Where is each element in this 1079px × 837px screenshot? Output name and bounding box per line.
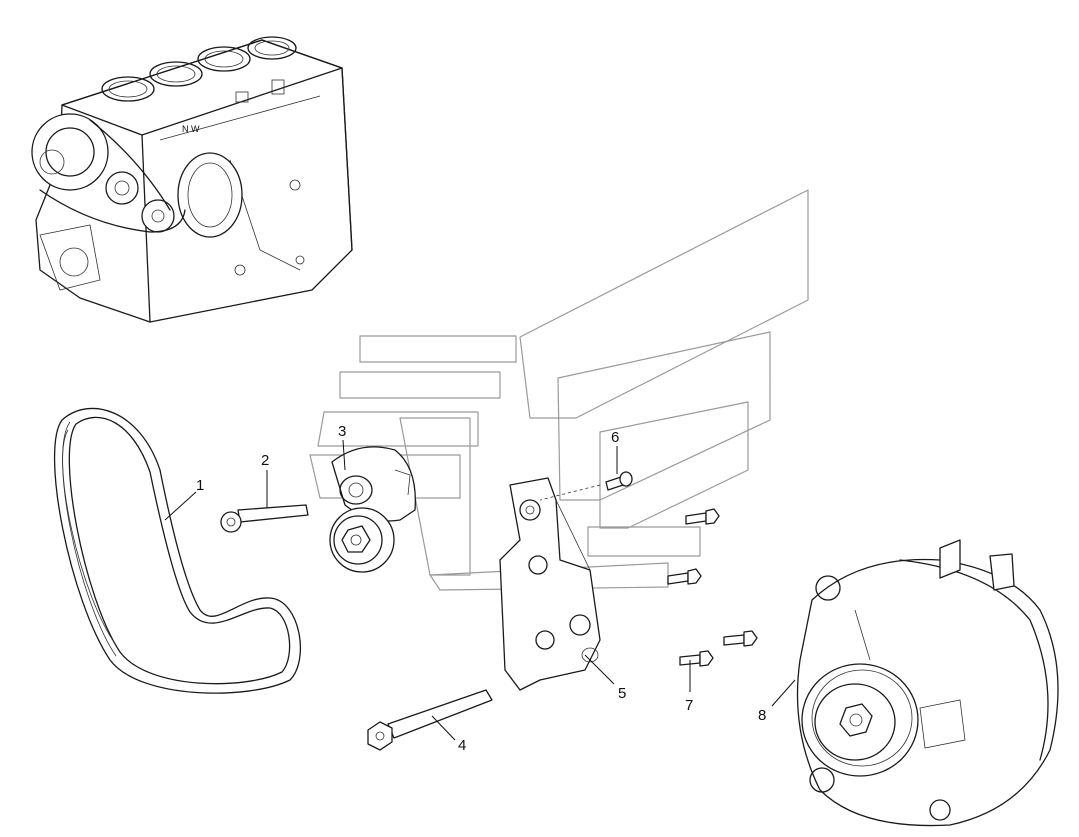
- callout-label-8: 8: [758, 707, 766, 724]
- part-7-bolts: [667, 508, 758, 667]
- engine-block-illustration: N W: [31, 36, 353, 323]
- callout-label-1: 1: [196, 477, 204, 494]
- part-6-bolt: [539, 471, 633, 501]
- callout-label-4: 4: [458, 737, 466, 754]
- part-4-long-bolt: [367, 689, 493, 751]
- callout-3: 3: [338, 423, 346, 471]
- callout-8: 8: [758, 679, 796, 724]
- watermark-logo: [309, 189, 809, 591]
- part-8-alternator: [796, 539, 1059, 827]
- engine-marking: N W: [182, 124, 200, 134]
- callout-label-2: 2: [261, 452, 269, 469]
- callout-4: 4: [431, 715, 466, 754]
- callout-label-6: 6: [611, 429, 619, 446]
- callout-label-5: 5: [618, 685, 626, 702]
- bolt-7c: [723, 630, 758, 647]
- part-5-mounting-bracket: [499, 477, 601, 691]
- callout-6: 6: [611, 429, 619, 474]
- bolt-7a: [685, 508, 720, 525]
- callout-1: 1: [164, 477, 204, 521]
- bolt-7d: [679, 650, 714, 667]
- part-1-drive-belt: [53, 407, 302, 694]
- bolt-7b: [667, 568, 702, 585]
- part-3-belt-tensioner: [329, 446, 416, 573]
- callout-5: 5: [584, 654, 626, 702]
- callout-label-7: 7: [685, 697, 693, 714]
- callout-2: 2: [261, 452, 269, 508]
- callout-7: 7: [685, 660, 693, 714]
- part-2-bolt: [220, 504, 309, 533]
- callout-label-3: 3: [338, 423, 346, 440]
